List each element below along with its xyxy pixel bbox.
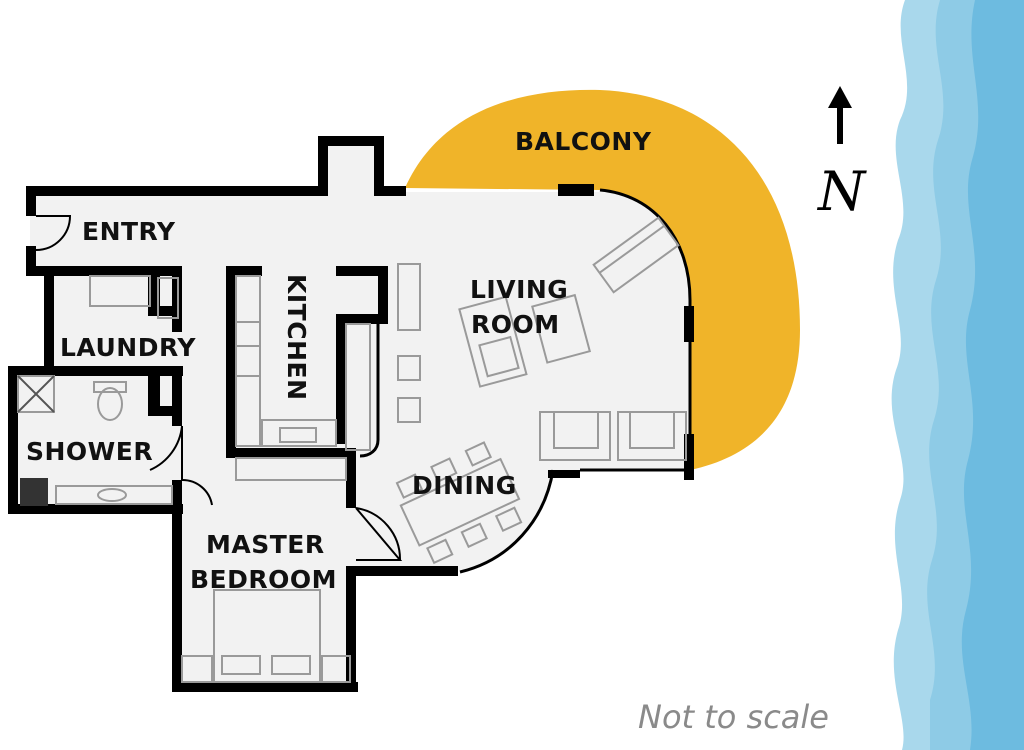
- room-label-living-line1: LIVING: [470, 275, 568, 304]
- room-label-kitchen: KITCHEN: [282, 274, 311, 401]
- room-label-master-line2: BEDROOM: [190, 565, 337, 594]
- room-label-dining: DINING: [412, 471, 517, 500]
- sea-water: [891, 0, 1024, 750]
- thin-walls: [359, 188, 692, 574]
- room-label-laundry: LAUNDRY: [60, 333, 196, 362]
- walls: [8, 136, 694, 692]
- north-arrow-icon: [828, 86, 852, 144]
- room-label-living-line2: ROOM: [471, 310, 560, 339]
- room-label-balcony: BALCONY: [515, 127, 652, 156]
- furniture: [17, 216, 687, 683]
- room-label-shower: SHOWER: [26, 437, 153, 466]
- scale-note: Not to scale: [638, 698, 829, 736]
- compass-north-label: N: [816, 160, 867, 223]
- doors: [35, 215, 403, 561]
- balcony-area: [405, 89, 800, 470]
- compass: N: [816, 86, 867, 223]
- room-label-entry: ENTRY: [82, 217, 176, 246]
- room-label-master-line1: MASTER: [206, 530, 325, 559]
